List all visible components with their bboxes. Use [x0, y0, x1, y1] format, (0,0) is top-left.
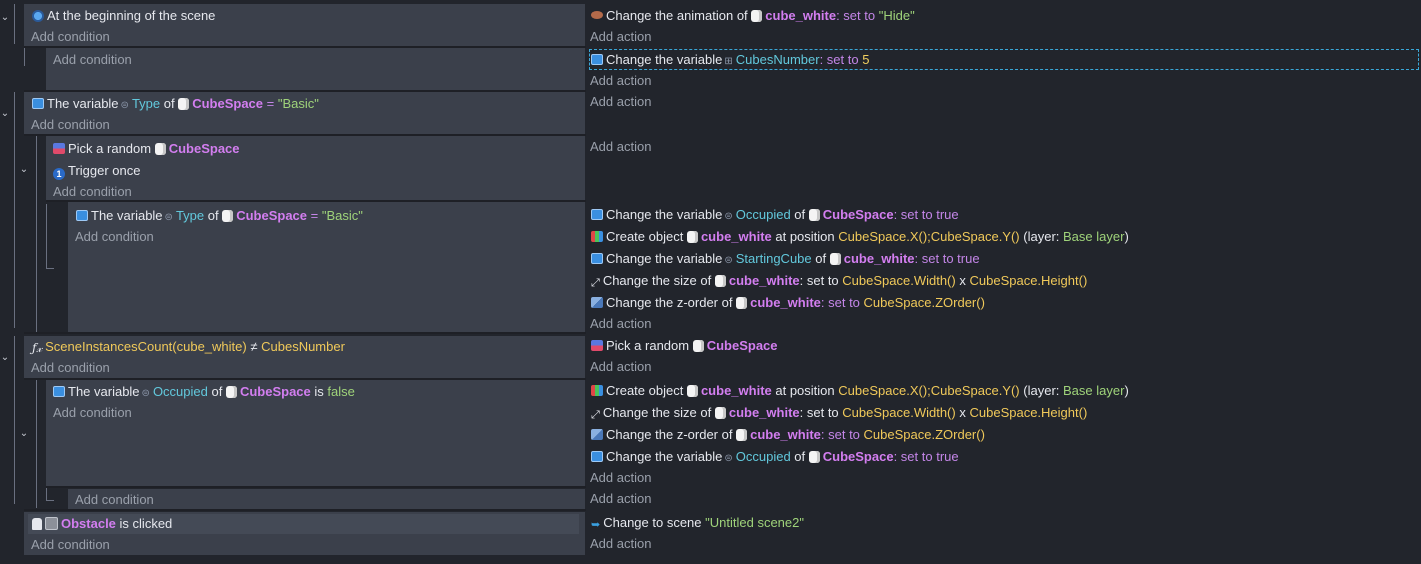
action-change-scene[interactable]: ➥Change to scene "Untitled scene2" [591, 515, 804, 531]
variable-icon [591, 451, 603, 462]
event-7-conditions[interactable] [68, 489, 585, 509]
add-action-button[interactable]: Add action [590, 73, 652, 88]
obstacle-object-icon [45, 517, 58, 530]
create-object-icon [591, 385, 603, 396]
event-4-conditions[interactable] [68, 202, 585, 332]
object-variable-icon: ⊜ [724, 211, 733, 222]
add-condition-button[interactable]: Add condition [31, 117, 110, 132]
function-icon: ƒ𝓍 [32, 341, 43, 355]
variable-icon [76, 210, 88, 221]
add-action-button[interactable]: Add action [590, 470, 652, 485]
object-variable-icon: ⊜ [141, 388, 150, 399]
collapse-chevron-icon[interactable]: ⌄ [0, 108, 10, 119]
add-condition-button[interactable]: Add condition [31, 537, 110, 552]
cube-object-icon [808, 451, 820, 463]
cube-object-icon [225, 386, 237, 398]
event-3-conditions[interactable] [46, 136, 585, 200]
add-action-button[interactable]: Add action [590, 139, 652, 154]
pick-random-icon [591, 340, 603, 351]
add-action-button[interactable]: Add action [590, 536, 652, 551]
add-condition-button[interactable]: Add condition [53, 405, 132, 420]
object-variable-icon: ⊜ [724, 453, 733, 464]
condition-variable-occupied[interactable]: The variable⊜Occupied of CubeSpace is fa… [53, 383, 355, 401]
scene-change-icon: ➥ [591, 519, 601, 531]
add-action-button[interactable]: Add action [590, 94, 652, 109]
object-variable-icon: ⊜ [164, 212, 173, 223]
variable-icon [53, 386, 65, 397]
create-object-icon [591, 231, 603, 242]
add-action-button[interactable]: Add action [590, 316, 652, 331]
variable-icon [591, 253, 603, 264]
add-action-button[interactable]: Add action [590, 491, 652, 506]
cube-object-icon [222, 210, 234, 222]
action-change-animation[interactable]: Change the animation of cube_white: set … [591, 7, 915, 25]
collapse-chevron-icon[interactable]: ⌄ [19, 428, 29, 439]
pick-random-icon [53, 143, 65, 154]
collapse-chevron-icon[interactable]: ⌄ [0, 352, 10, 363]
cube-object-icon [829, 253, 841, 265]
add-condition-button[interactable]: Add condition [53, 184, 132, 199]
condition-obstacle-clicked[interactable]: Obstacle is clicked [32, 515, 172, 533]
selected-action-outline [589, 49, 1419, 70]
event-1-sub-conditions[interactable] [46, 48, 585, 90]
action-change-variable-occupied[interactable]: Change the variable⊜Occupied of CubeSpac… [591, 448, 959, 466]
action-pick-random[interactable]: Pick a random CubeSpace [591, 337, 778, 355]
add-condition-button[interactable]: Add condition [75, 229, 154, 244]
action-change-zorder[interactable]: Change the z-order of cube_white: set to… [591, 294, 985, 312]
zorder-icon [591, 429, 603, 440]
action-change-size[interactable]: ⤢Change the size of cube_white: set to C… [591, 273, 1088, 289]
object-variable-icon: ⊜ [724, 255, 733, 266]
collapse-chevron-icon[interactable]: ⌄ [19, 164, 29, 175]
action-change-variable-occupied[interactable]: Change the variable⊜Occupied of CubeSpac… [591, 206, 959, 224]
cube-object-icon [751, 10, 763, 22]
zorder-icon [591, 297, 603, 308]
resize-icon: ⤢ [591, 277, 600, 289]
event-5-conditions[interactable] [24, 336, 585, 378]
condition-variable-type[interactable]: The variable⊜Type of CubeSpace = "Basic" [76, 207, 363, 225]
cube-object-icon [736, 429, 748, 441]
event-2-conditions[interactable] [24, 92, 585, 134]
trigger-once-icon: 1 [53, 168, 65, 180]
action-change-variable-cubesnumber[interactable]: Change the variable⊞CubesNumber: set to … [591, 51, 869, 69]
add-condition-button[interactable]: Add condition [75, 492, 154, 507]
cube-object-icon [714, 407, 726, 419]
condition-pick-random[interactable]: Pick a random CubeSpace [53, 140, 240, 158]
add-action-button[interactable]: Add action [590, 359, 652, 374]
cube-object-icon [686, 231, 698, 243]
action-create-object[interactable]: Create object cube_white at position Cub… [591, 228, 1129, 246]
action-change-zorder[interactable]: Change the z-order of cube_white: set to… [591, 426, 985, 444]
action-create-object[interactable]: Create object cube_white at position Cub… [591, 382, 1129, 400]
add-condition-button[interactable]: Add condition [31, 360, 110, 375]
variable-icon [32, 98, 44, 109]
action-change-variable-startingcube[interactable]: Change the variable⊜StartingCube of cube… [591, 250, 980, 268]
resize-icon: ⤢ [591, 409, 600, 421]
cube-object-icon [178, 98, 190, 110]
event-6-conditions[interactable] [46, 380, 585, 486]
cube-object-icon [808, 209, 820, 221]
add-action-button[interactable]: Add action [590, 29, 652, 44]
event-1-conditions[interactable] [24, 4, 585, 46]
variable-icon [591, 54, 603, 65]
cube-object-icon [736, 297, 748, 309]
cube-object-icon [692, 340, 704, 352]
condition-scene-start[interactable]: At the beginning of the scene [32, 7, 215, 25]
collapse-chevron-icon[interactable]: ⌄ [0, 12, 10, 23]
scene-variable-icon: ⊞ [724, 56, 733, 67]
action-change-size[interactable]: ⤢Change the size of cube_white: set to C… [591, 405, 1088, 421]
add-condition-button[interactable]: Add condition [31, 29, 110, 44]
animation-icon [591, 11, 603, 19]
variable-icon [591, 209, 603, 220]
add-condition-button[interactable]: Add condition [53, 52, 132, 67]
mouse-icon [32, 518, 42, 530]
object-variable-icon: ⊜ [120, 100, 129, 111]
condition-highlight [28, 514, 579, 534]
scene-start-icon [32, 10, 44, 22]
cube-object-icon [714, 275, 726, 287]
condition-variable-type[interactable]: The variable⊜Type of CubeSpace = "Basic" [32, 95, 319, 113]
cube-object-icon [686, 385, 698, 397]
cube-object-icon [154, 143, 166, 155]
